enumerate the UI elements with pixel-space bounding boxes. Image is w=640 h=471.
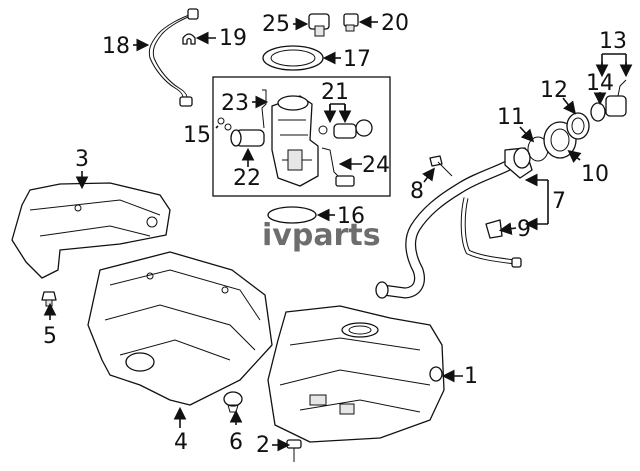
callout-4: 4: [174, 430, 188, 455]
sensor-part: [343, 13, 359, 32]
callout-labels: 1 2 3 4 5 6 7 8 9 10 11 12 13 14 15 16 1…: [43, 11, 627, 458]
level-sensor-part: [321, 147, 355, 187]
callout-13: 13: [599, 29, 627, 54]
fuel-filter-part: [217, 117, 265, 147]
callout-2: 2: [256, 433, 270, 458]
callout-25: 25: [262, 12, 290, 37]
pump-wire-harness: [261, 89, 267, 129]
callout-23: 23: [221, 91, 249, 116]
callout-3: 3: [75, 147, 89, 172]
connector-part: [308, 13, 330, 37]
callout-7: 7: [552, 189, 566, 214]
fuel-pump-module: [271, 95, 319, 187]
callout-14: 14: [586, 71, 614, 96]
bolt-part-8: [429, 155, 453, 177]
callout-10: 10: [581, 162, 609, 187]
bolt-part-2: [286, 439, 302, 462]
callout-5: 5: [43, 324, 57, 349]
callout-12: 12: [540, 78, 568, 103]
callout-19: 19: [219, 26, 247, 51]
grommet-part: [223, 391, 243, 413]
fastener-part-5: [41, 291, 57, 307]
bracket-clip-part: [485, 219, 503, 239]
callout-15: 15: [183, 123, 211, 148]
callout-18: 18: [102, 34, 130, 59]
callout-16: 16: [337, 204, 365, 229]
filler-pipe-part: [375, 147, 533, 299]
gasket-part: [267, 206, 317, 224]
callout-20: 20: [381, 11, 409, 36]
callout-9: 9: [517, 217, 531, 242]
watermark: ivparts: [262, 218, 381, 253]
callout-24: 24: [362, 153, 390, 178]
callout-17: 17: [343, 47, 371, 72]
lock-ring-part: [262, 45, 324, 71]
callout-21: 21: [321, 80, 349, 105]
pressure-regulator-part: [318, 119, 373, 139]
callout-6: 6: [229, 430, 243, 455]
heat-shield-upper-part: [11, 182, 171, 279]
fuel-tank-part: [267, 305, 445, 443]
callout-22: 22: [233, 166, 261, 191]
callout-1: 1: [464, 364, 478, 389]
callout-11: 11: [497, 105, 525, 130]
leader-lines: [43, 15, 633, 452]
callout-8: 8: [410, 179, 424, 204]
filler-cap-part: [590, 79, 627, 122]
vapor-line-part: [148, 8, 199, 107]
clip-part: [182, 33, 196, 45]
heat-shield-lower-part: [87, 251, 273, 406]
retainer-ring-part: [566, 112, 590, 140]
pump-module-box: [212, 76, 391, 197]
